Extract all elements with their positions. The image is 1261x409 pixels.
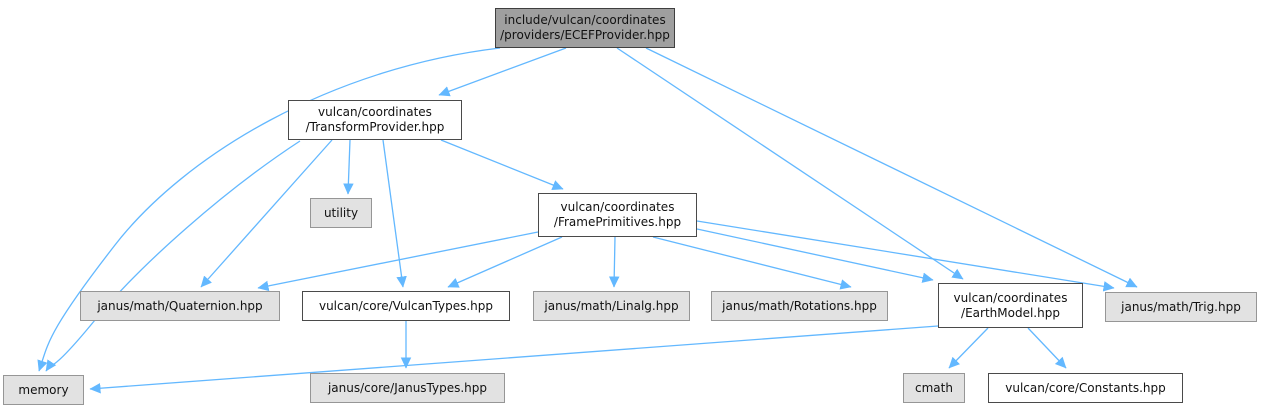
graph-node-janustypes: janus/core/JanusTypes.hpp (310, 373, 505, 403)
edge-transform-to-quaternion (200, 139, 333, 288)
edge-ecef-to-memory (37, 47, 501, 372)
edge-ecef-to-transform (438, 47, 567, 97)
edge-frame-to-earthmodel (696, 228, 934, 283)
graph-node-constants[interactable]: vulcan/core/Constants.hpp (988, 373, 1183, 403)
edge-frame-to-vulcantypes (447, 236, 563, 288)
edge-transform-to-memory (45, 140, 301, 372)
graph-node-cmath: cmath (903, 373, 965, 403)
graph-node-quaternion: janus/math/Quaternion.hpp (80, 291, 280, 321)
graph-node-memory: memory (3, 375, 84, 405)
edge-transform-to-frame (440, 139, 564, 190)
graph-node-earthmodel[interactable]: vulcan/coordinates /EarthModel.hpp (938, 283, 1083, 328)
graph-node-trig: janus/math/Trig.hpp (1105, 292, 1257, 322)
edge-ecef-to-trig (645, 47, 1138, 288)
graph-node-linalg: janus/math/Linalg.hpp (533, 291, 690, 321)
edge-transform-to-vulcantypes (382, 139, 407, 288)
edge-frame-to-trig (696, 220, 1115, 292)
graph-node-vulcantypes[interactable]: vulcan/core/VulcanTypes.hpp (302, 291, 510, 321)
edge-earthmodel-to-cmath (948, 327, 989, 369)
edge-earthmodel-to-memory (89, 325, 939, 394)
graph-node-rotations: janus/math/Rotations.hpp (711, 291, 888, 321)
graph-node-utility: utility (310, 198, 372, 228)
edge-frame-to-linalg (608, 236, 620, 288)
edge-frame-to-rotations (652, 236, 852, 290)
graph-node-frameprimitives[interactable]: vulcan/coordinates /FramePrimitives.hpp (538, 193, 697, 237)
edge-ecef-to-earthmodel (616, 47, 964, 280)
edge-transform-to-utility (343, 139, 354, 195)
edge-frame-to-quaternion (257, 231, 539, 292)
graph-node-transformprovider[interactable]: vulcan/coordinates /TransformProvider.hp… (288, 100, 462, 140)
graph-node-ecefprovider: include/vulcan/coordinates /providers/EC… (495, 8, 675, 48)
edge-earthmodel-to-constants (1027, 327, 1067, 369)
